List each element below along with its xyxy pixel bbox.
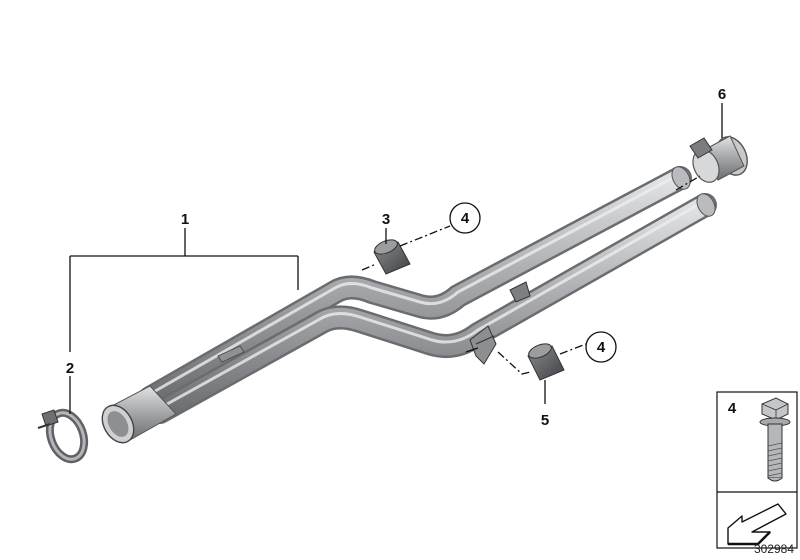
clamp-rear — [689, 135, 748, 183]
leader-lines — [69, 103, 723, 414]
leader-3-4 — [399, 225, 451, 247]
mount-bracket-upper — [509, 281, 531, 303]
callout-2: 2 — [66, 360, 74, 377]
leader-5-4 — [559, 343, 587, 355]
front-pipe-assembly — [101, 166, 717, 444]
reference-number: 302984 — [753, 542, 794, 556]
bolt-icon — [759, 397, 791, 482]
callout-4-circle-lower: 4 — [585, 331, 617, 363]
mount-bracket-lower — [469, 325, 497, 365]
callout-4-lower: 4 — [597, 339, 606, 356]
callout-3: 3 — [382, 211, 390, 228]
callout-4-upper: 4 — [461, 210, 470, 227]
callout-4-circle-upper: 4 — [449, 202, 481, 234]
pipe-end-lower — [696, 193, 716, 217]
leader-1 — [69, 228, 299, 352]
legend-box: 4 — [716, 391, 798, 549]
heat-shield-tab — [217, 345, 245, 363]
callout-1: 1 — [181, 211, 189, 228]
pipe-end-upper — [671, 166, 691, 190]
rubber-mount-lower — [527, 343, 565, 381]
direction-arrow-icon — [727, 503, 787, 546]
rubber-mount-upper — [373, 239, 411, 275]
callout-5: 5 — [541, 412, 549, 429]
legend-number: 4 — [728, 400, 737, 417]
clamp-front — [37, 408, 89, 464]
callout-6: 6 — [718, 86, 726, 103]
